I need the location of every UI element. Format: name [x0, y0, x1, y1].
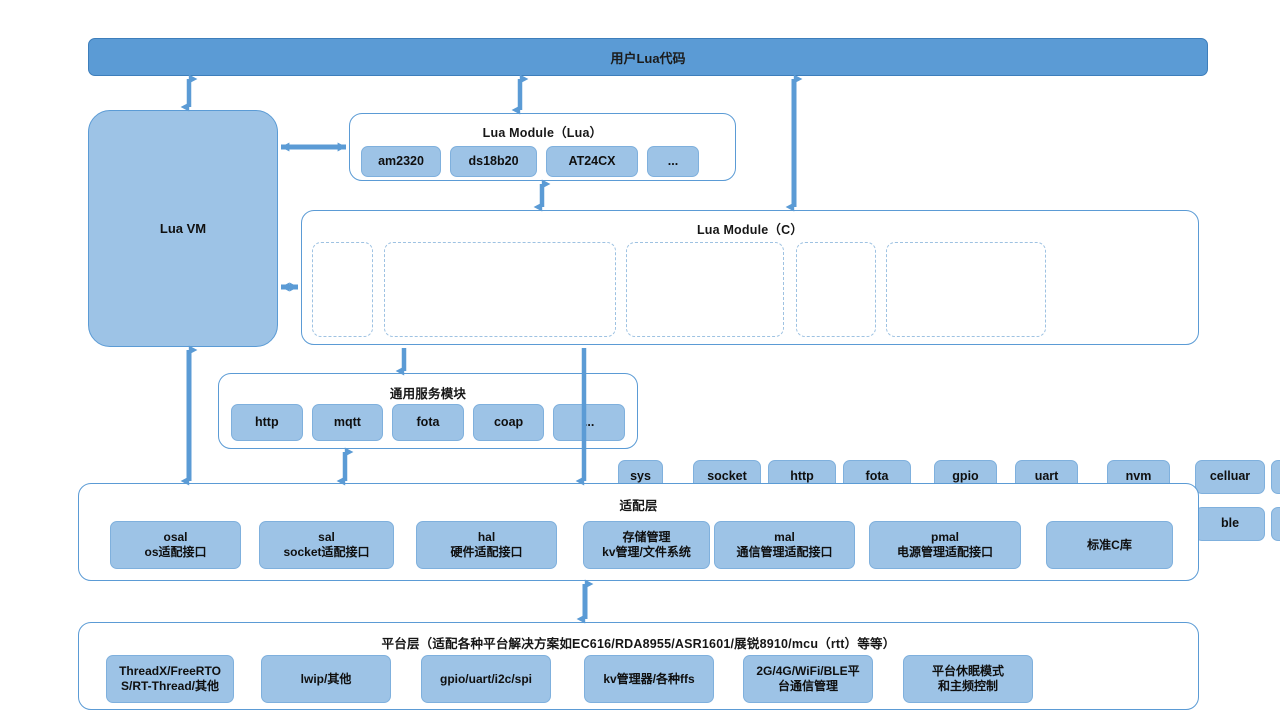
common-service-chip[interactable]: mqtt	[311, 404, 384, 441]
adaptation-chip-pmal[interactable]: pmal 电源管理适配接口	[869, 521, 1021, 569]
adaptation-chip-line1: osal	[163, 530, 188, 544]
platform-chip-line1: 平台休眠模式	[931, 664, 1004, 678]
lua-module-lua-chip[interactable]: AT24CX	[546, 146, 638, 177]
lua-module-c-group	[796, 242, 876, 337]
lua-module-lua-panel: Lua Module（Lua） am2320 ds18b20 AT24CX ..…	[349, 113, 736, 181]
user-lua-code-label: 用户Lua代码	[610, 50, 686, 66]
platform-chip-rtos[interactable]: ThreadX/FreeRTO S/RT-Thread/其他	[106, 655, 234, 703]
adaptation-layer-title: 适配层	[619, 499, 658, 513]
platform-chip-line2: S/RT-Thread/其他	[120, 679, 219, 693]
common-service-panel: 通用服务模块 http mqtt fota coap ...	[218, 373, 638, 449]
platform-chip-line1: kv管理器/各种ffs	[603, 671, 695, 686]
lua-module-c-group	[384, 242, 616, 337]
adaptation-chip-sal[interactable]: sal socket适配接口	[259, 521, 394, 569]
platform-chip-kv-ffs[interactable]: kv管理器/各种ffs	[584, 655, 714, 703]
platform-layer-panel: 平台层（适配各种平台解决方案如EC616/RDA8955/ASR1601/展锐8…	[78, 622, 1199, 710]
lua-module-lua-chip[interactable]: ...	[647, 146, 699, 177]
adaptation-chip-line2: kv管理/文件系统	[602, 545, 691, 559]
user-lua-code-bar[interactable]: 用户Lua代码	[88, 38, 1208, 76]
adaptation-chip-storage[interactable]: 存储管理 kv管理/文件系统	[583, 521, 710, 569]
platform-chip-line1: gpio/uart/i2c/spi	[439, 671, 532, 686]
adaptation-chip-libc[interactable]: 标准C库	[1046, 521, 1173, 569]
adaptation-chip-mal[interactable]: mal 通信管理适配接口	[714, 521, 855, 569]
adaptation-chip-line1: 存储管理	[622, 530, 671, 544]
lua-module-lua-title: Lua Module（Lua）	[482, 126, 603, 140]
adaptation-chip-hal[interactable]: hal 硬件适配接口	[416, 521, 557, 569]
adaptation-chip-osal[interactable]: osal os适配接口	[110, 521, 241, 569]
lua-vm-box[interactable]: Lua VM	[88, 110, 278, 347]
adaptation-chip-line2: 硬件适配接口	[450, 545, 523, 559]
platform-chip-line1: ThreadX/FreeRTO	[119, 664, 221, 678]
adaptation-chip-line1: hal	[477, 530, 496, 544]
lua-module-c-title: Lua Module（C）	[696, 223, 804, 237]
adaptation-chip-line1: pmal	[930, 530, 959, 544]
platform-chip-line1: 2G/4G/WiFi/BLE平	[756, 664, 860, 678]
adaptation-chip-line1: 标准C库	[1087, 537, 1132, 552]
adaptation-chip-line2: 通信管理适配接口	[736, 545, 833, 559]
platform-chip-line2: 和主频控制	[937, 679, 998, 693]
platform-chip-line1: lwip/其他	[300, 671, 352, 686]
lua-module-lua-chip[interactable]: ds18b20	[450, 146, 537, 177]
lua-module-c-group	[626, 242, 784, 337]
platform-chip-lwip[interactable]: lwip/其他	[261, 655, 391, 703]
lua-module-c-panel: Lua Module（C） sys timer socket http fota…	[301, 210, 1280, 541]
adaptation-chip-line1: sal	[318, 530, 335, 544]
lua-vm-label: Lua VM	[159, 221, 207, 236]
lua-module-c-group	[886, 242, 1046, 337]
adaptation-chip-line1: mal	[774, 530, 795, 544]
adaptation-chip-line2: 电源管理适配接口	[896, 545, 993, 559]
platform-chip-peripherals[interactable]: gpio/uart/i2c/spi	[421, 655, 551, 703]
common-service-chip-row: http mqtt fota coap ...	[231, 404, 625, 441]
common-service-chip[interactable]: http	[231, 404, 303, 441]
lua-module-lua-chip[interactable]: am2320	[361, 146, 441, 177]
platform-layer-title: 平台层（适配各种平台解决方案如EC616/RDA8955/ASR1601/展锐8…	[381, 637, 896, 651]
common-service-title: 通用服务模块	[389, 387, 467, 401]
common-service-chip[interactable]: fota	[392, 404, 464, 441]
lua-module-c-chip[interactable]: ...	[1271, 507, 1280, 541]
lua-module-c-chip[interactable]: wifi	[1271, 460, 1280, 494]
adaptation-chip-line2: os适配接口	[144, 545, 207, 559]
common-service-chip[interactable]: ...	[553, 404, 625, 441]
adaptation-chip-line2: socket适配接口	[283, 545, 370, 559]
lua-module-lua-chip-row: am2320 ds18b20 AT24CX ...	[361, 146, 724, 177]
lua-module-c-chip[interactable]: celluar	[1195, 460, 1265, 494]
lua-module-c-group	[312, 242, 373, 337]
platform-chip-line2: 台通信管理	[777, 679, 838, 693]
lua-module-c-chip[interactable]: ble	[1195, 507, 1265, 541]
platform-chip-comm[interactable]: 2G/4G/WiFi/BLE平 台通信管理	[743, 655, 873, 703]
platform-chip-sleep[interactable]: 平台休眠模式 和主频控制	[903, 655, 1033, 703]
adaptation-layer-panel: 适配层 osal os适配接口 sal socket适配接口 hal 硬件适配接…	[78, 483, 1199, 581]
common-service-chip[interactable]: coap	[472, 404, 545, 441]
